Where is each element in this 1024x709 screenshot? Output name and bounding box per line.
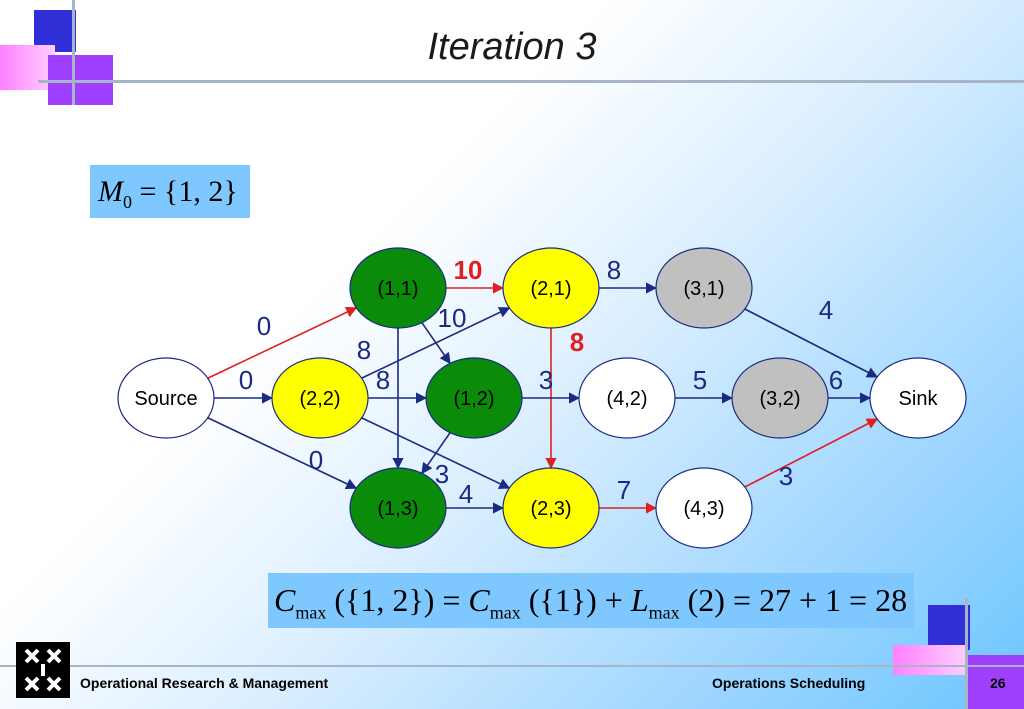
edge-source-n11: [207, 307, 358, 379]
node-label-n23: (2,3): [530, 498, 571, 520]
node-label-n22: (2,2): [299, 388, 340, 410]
node-shape-n23: [502, 467, 600, 549]
edge-weight-label: 3: [539, 365, 553, 395]
edge-source-n13: [207, 417, 358, 489]
edge-weight-label: 10: [438, 303, 467, 333]
edge-weight-label: 4: [459, 479, 473, 509]
node-shape-n32: [731, 357, 829, 439]
edge-weight-label: 10: [454, 255, 483, 285]
edge-n22-n21: [361, 307, 511, 379]
m0-formula: M0 = {1, 2}: [90, 165, 250, 218]
edge-weight-label: 8: [357, 335, 371, 365]
node-label-n43: (4,3): [683, 498, 724, 520]
edge-weight-label: 4: [819, 295, 833, 325]
node-source: Source: [117, 357, 215, 439]
node-shape-n43: [655, 467, 753, 549]
page-number: 26: [990, 675, 1006, 691]
node-n11: (1,1): [349, 247, 447, 329]
node-shape-sink: [869, 357, 967, 439]
edge-weight-label: 3: [779, 461, 793, 491]
edge-weight-label: 7: [617, 475, 631, 505]
footer-department: Operational Research & Management: [80, 675, 329, 691]
edge-n12-n13: [421, 432, 451, 475]
node-n43: (4,3): [655, 467, 753, 549]
edge-weight-label: 0: [257, 311, 271, 341]
node-shape-n21: [502, 247, 600, 329]
node-shape-n22: [271, 357, 369, 439]
node-shape-source: [117, 357, 215, 439]
node-shape-n42: [578, 357, 676, 439]
node-n23: (2,3): [502, 467, 600, 549]
node-shape-n12: [425, 357, 523, 439]
deco-vline-top: [72, 0, 75, 105]
edge-weight-label: 8: [607, 255, 621, 285]
node-n42: (4,2): [578, 357, 676, 439]
node-shape-n13: [349, 467, 447, 549]
node-label-source: Source: [134, 388, 197, 410]
edge-n43-sink: [744, 418, 879, 488]
node-label-n31: (3,1): [683, 278, 724, 300]
node-label-n21: (2,1): [530, 278, 571, 300]
node-label-sink: Sink: [899, 388, 939, 410]
node-n21: (2,1): [502, 247, 600, 329]
node-n32: (3,2): [731, 357, 829, 439]
node-label-n13: (1,3): [377, 498, 418, 520]
edge-weight-label: 8: [570, 327, 584, 357]
edge-weight-label: 8: [376, 365, 390, 395]
title-underline: [38, 80, 1024, 83]
node-shape-n31: [655, 247, 753, 329]
node-label-n11: (1,1): [377, 278, 418, 300]
node-label-n42: (4,2): [606, 388, 647, 410]
deco-square-purple-bottom: [968, 655, 1024, 709]
edge-weight-label: 0: [309, 445, 323, 475]
node-n31: (3,1): [655, 247, 753, 329]
deco-square-blue-bottom: [928, 605, 970, 650]
node-n12: (1,2): [425, 357, 523, 439]
node-sink: Sink: [869, 357, 967, 439]
node-shape-n11: [349, 247, 447, 329]
slide-title: Iteration 3: [427, 26, 597, 68]
cmax-formula: Cmax ({1, 2}) = Cmax ({1}) + Lmax (2) = …: [268, 573, 914, 628]
node-label-n32: (3,2): [759, 388, 800, 410]
deco-square-pink-bottom: [893, 645, 968, 675]
deco-vline-bottom: [965, 598, 968, 709]
footer-course: Operations Scheduling: [712, 675, 866, 691]
node-n22: (2,2): [271, 357, 369, 439]
edge-weight-label: 5: [693, 365, 707, 395]
edge-weight-label: 0: [239, 365, 253, 395]
node-n13: (1,3): [349, 467, 447, 549]
edge-n31-sink: [744, 308, 879, 378]
edge-weight-label: 3: [435, 459, 449, 489]
footer-line: [0, 665, 1024, 667]
university-logo-icon: [16, 642, 70, 698]
edge-weight-label: 6: [829, 365, 843, 395]
node-label-n12: (1,2): [453, 388, 494, 410]
